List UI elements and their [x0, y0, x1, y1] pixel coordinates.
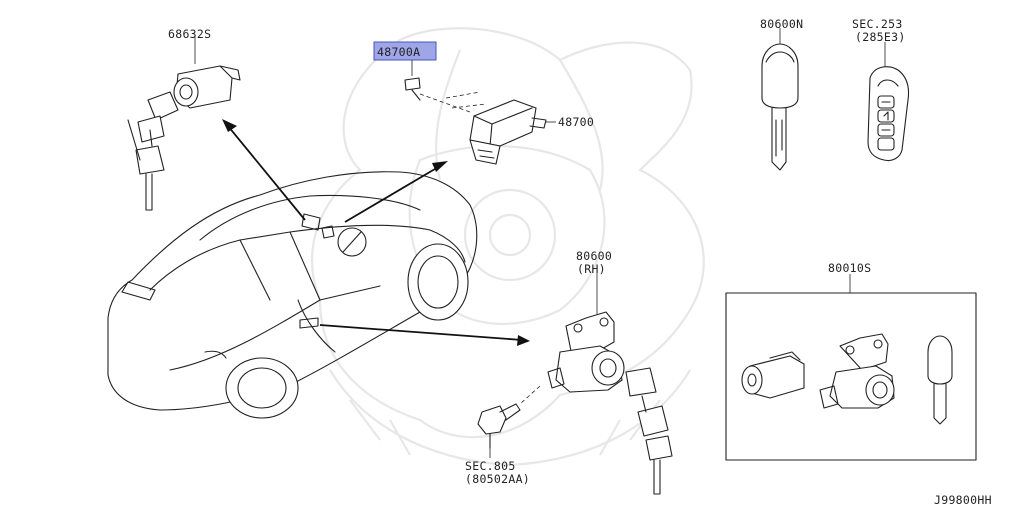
- watermark-emblem: [311, 27, 705, 467]
- label-48700: 48700: [558, 115, 594, 129]
- label-80502aa: (80502AA): [465, 472, 530, 486]
- ignition-module-48700[interactable]: [445, 91, 547, 165]
- screw-sec805: [477, 403, 521, 449]
- label-sec253: SEC.253: [852, 17, 903, 31]
- label-sec805: SEC.805: [465, 459, 516, 473]
- trunk-lock-cylinder-assembly[interactable]: [127, 65, 241, 211]
- label-48700a: 48700A: [377, 45, 420, 59]
- label-68632s: 68632S: [168, 27, 211, 41]
- label-285e3: (285E3): [855, 30, 906, 44]
- diagram-code: J99800HH: [934, 493, 992, 507]
- label-80600n: 80600N: [760, 17, 803, 31]
- door-lock-cylinder-rh[interactable]: [519, 311, 673, 495]
- key-80600n[interactable]: [761, 43, 799, 171]
- car-body: [107, 171, 478, 419]
- label-80600-rh: (RH): [577, 262, 606, 276]
- intelligent-key-fob[interactable]: [867, 66, 910, 162]
- label-80600: 80600: [576, 249, 612, 263]
- label-80010s: 80010S: [828, 261, 871, 275]
- lock-cylinder-kit-box[interactable]: [725, 292, 977, 461]
- leader-arrows: [222, 119, 530, 346]
- screw-48700a: [404, 77, 471, 113]
- part-48700a-highlight[interactable]: 48700A: [373, 41, 437, 61]
